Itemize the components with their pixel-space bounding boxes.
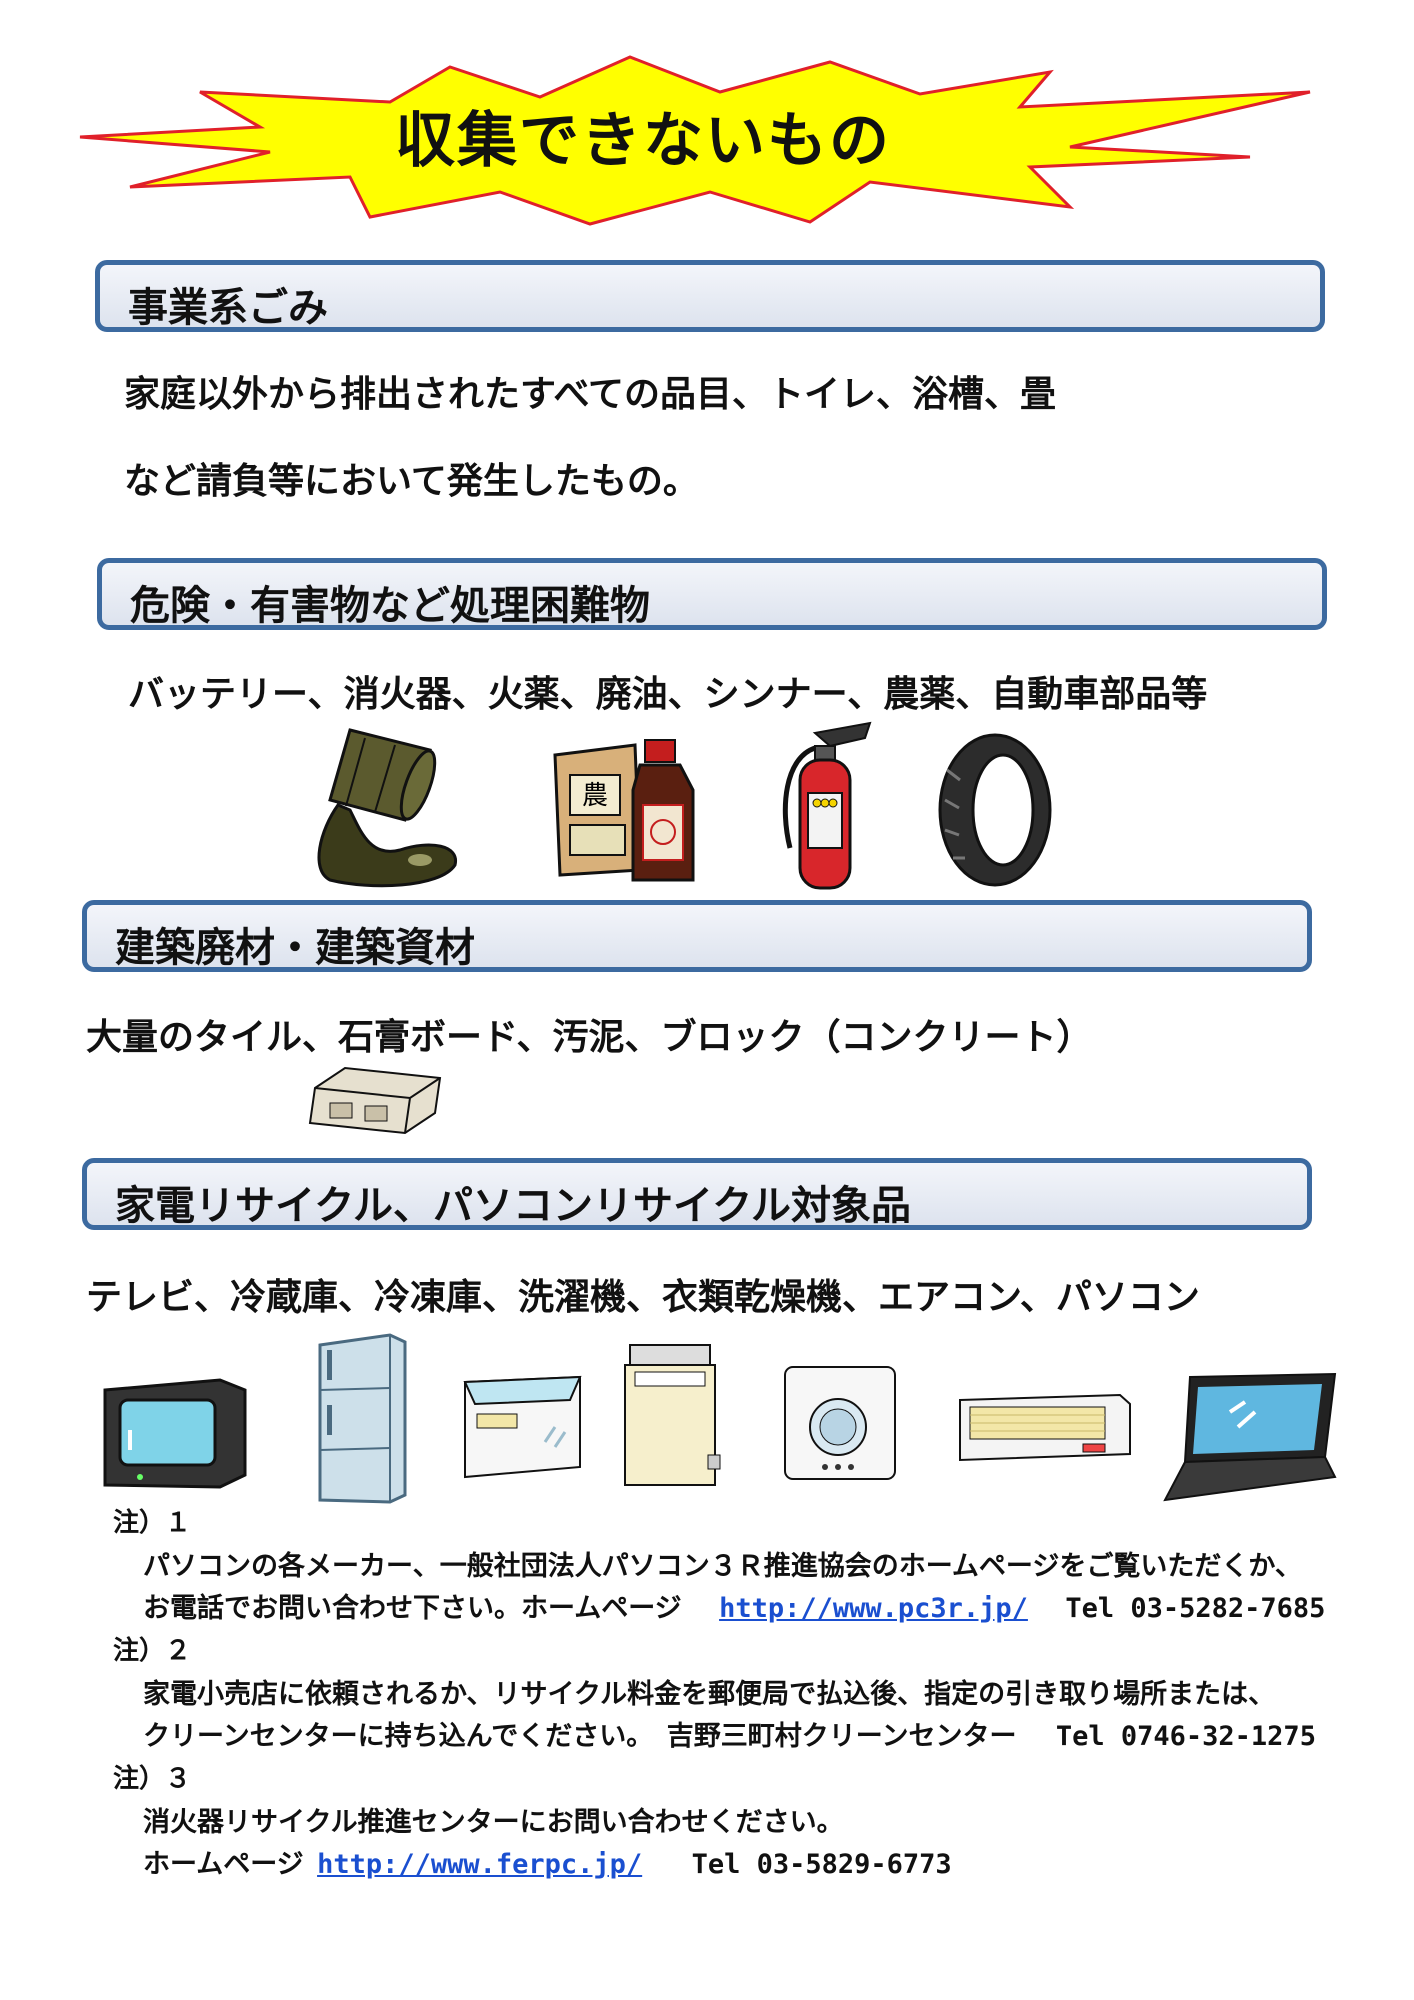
- concrete-block-illustration: [308, 1066, 442, 1135]
- note-text-line: お電話でお問い合わせ下さい。ホームページ http://www.pc3r.jp/…: [143, 1586, 1325, 1625]
- section-text-line: 家庭以外から排出されたすべての品目、トイレ、浴槽、畳: [124, 374, 1057, 415]
- section-text-line: テレビ、冷蔵庫、冷凍庫、洗濯機、衣類乾燥機、エアコン、パソコン: [86, 1277, 1200, 1318]
- tire-illustration: [938, 733, 1052, 887]
- washing-machine-illustration: [624, 1344, 721, 1486]
- phone-number: Tel 03-5282-7685: [1065, 1593, 1326, 1624]
- note-label: 注）３: [113, 1764, 192, 1794]
- tv-illustration: [103, 1378, 247, 1489]
- refrigerator-illustration: [318, 1333, 407, 1504]
- phone-number: Tel 03-5829-6773: [691, 1849, 952, 1880]
- section-title: 建築廃材・建築資材: [115, 925, 475, 971]
- ferpc-homepage-link[interactable]: http://www.ferpc.jp/: [317, 1849, 643, 1880]
- note-label: 注）２: [113, 1636, 192, 1666]
- section-text-line: など請負等において発生したもの。: [124, 461, 699, 502]
- note-text-line: ホームページ http://www.ferpc.jp/ Tel 03-5829-…: [143, 1842, 952, 1881]
- section-text-line: バッテリー、消火器、火薬、廃油、シンナー、農薬、自動車部品等: [128, 674, 1208, 715]
- note-label: 注）１: [113, 1508, 192, 1538]
- title-burst-shape: [79, 55, 1311, 226]
- note-text-line: 家電小売店に依頼されるか、リサイクル料金を郵便局で払込後、指定の引き取り場所また…: [143, 1679, 1276, 1710]
- section-header-business-waste: 事業系ごみ: [95, 260, 1325, 332]
- section-title: 家電リサイクル、パソコンリサイクル対象品: [115, 1183, 911, 1229]
- note-line-text: お電話でお問い合わせ下さい。ホームページ: [143, 1593, 682, 1624]
- pesticide-char-label: 農: [582, 781, 608, 811]
- freezer-illustration: [463, 1375, 582, 1479]
- phone-number: Tel 0746-32-1275: [1055, 1721, 1316, 1752]
- section-header-construction: 建築廃材・建築資材: [82, 900, 1312, 972]
- pesticide-illustration: 農: [553, 739, 695, 882]
- laptop-illustration: [1163, 1372, 1337, 1502]
- section-header-hazardous: 危険・有害物など処理困難物: [97, 558, 1327, 630]
- note-text-line: 消火器リサイクル推進センターにお問い合わせください。: [143, 1807, 844, 1838]
- pc3r-homepage-link[interactable]: http://www.pc3r.jp/: [719, 1593, 1028, 1624]
- note-line-text: ホームページ: [143, 1849, 304, 1880]
- note-text-line: クリーンセンターに持ち込んでください。 吉野三町村クリーンセンター Tel 07…: [143, 1714, 1316, 1753]
- air-conditioner-illustration: [959, 1393, 1131, 1462]
- section-text-line: 大量のタイル、石膏ボード、汚泥、ブロック（コンクリート）: [86, 1017, 1093, 1058]
- section-title: 事業系ごみ: [128, 285, 328, 331]
- note-text-line: パソコンの各メーカー、一般社団法人パソコン３Ｒ推進協会のホームページをご覧いただ…: [143, 1551, 1302, 1582]
- note-line-text: クリーンセンターに持ち込んでください。 吉野三町村クリーンセンター: [143, 1721, 1017, 1752]
- section-header-appliance-recycling: 家電リサイクル、パソコンリサイクル対象品: [82, 1158, 1312, 1230]
- fire-extinguisher-illustration: [782, 721, 872, 890]
- clothes-dryer-illustration: [784, 1366, 896, 1480]
- page-title: 収集できないもの: [395, 106, 891, 176]
- waste-oil-drum-illustration: [317, 728, 457, 888]
- section-title: 危険・有害物など処理困難物: [130, 583, 650, 629]
